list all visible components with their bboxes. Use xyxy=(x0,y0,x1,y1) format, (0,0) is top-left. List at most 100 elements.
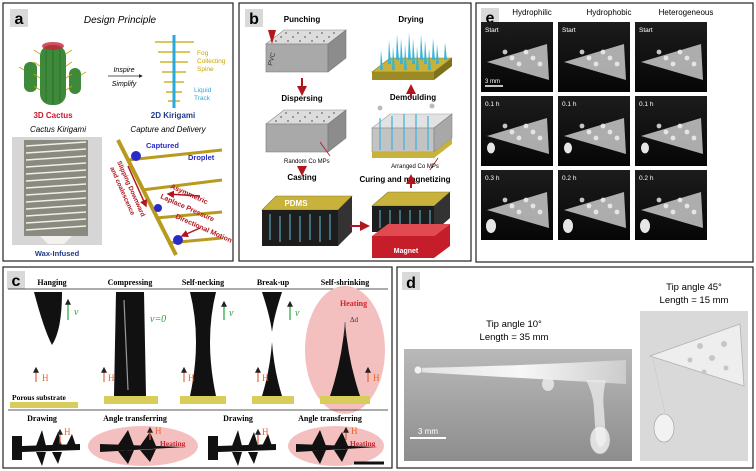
panel-d: d Tip angle 10° Length = 35 mm 3 mm Tip … xyxy=(396,266,754,469)
h-compressing: H xyxy=(108,373,115,383)
wax-infused-label: Wax-Infused xyxy=(35,249,80,258)
angle-shape-2 xyxy=(288,426,384,466)
time-label: 0.1 h xyxy=(639,101,654,108)
cactus-label: 3D Cactus xyxy=(33,111,73,120)
time-label: Start xyxy=(639,27,653,34)
photo-tile: 0.2 h xyxy=(635,170,707,240)
step-self-necking: Self-necking xyxy=(182,278,224,287)
collecting-label: Collecting xyxy=(197,58,226,65)
drying-block xyxy=(371,32,453,80)
panel-c-letter: c xyxy=(12,273,21,290)
inspire-label: Inspire xyxy=(113,67,134,74)
design-principle-title: Design Principle xyxy=(84,15,157,26)
demoulding-block xyxy=(371,103,453,171)
magnet-label: Magnet xyxy=(394,248,419,255)
hanging-drop xyxy=(10,292,78,408)
step-curing: Curing and magnetizing xyxy=(359,175,450,184)
step-break-up: Break-up xyxy=(257,278,290,287)
v-self-necking: v xyxy=(229,308,234,319)
col-heterogeneous: Heterogeneous xyxy=(659,8,714,17)
col-hydrophobic: Hydrophobic xyxy=(587,8,632,17)
time-label: 0.1 h xyxy=(562,101,577,108)
step-dispersing: Dispersing xyxy=(281,94,322,103)
v-break-up: v xyxy=(295,308,300,319)
kirigami-2d-illustration xyxy=(155,35,194,108)
simplify-label: Simplify xyxy=(112,81,137,88)
step-drawing-2: Drawing xyxy=(223,414,253,423)
curing-block xyxy=(371,191,451,258)
h-self-shrinking: H xyxy=(373,373,380,383)
time-label: 0.1 h xyxy=(485,101,500,108)
photo-tile: 0.2 h xyxy=(558,170,630,240)
step-angle-2: Angle transferring xyxy=(298,414,362,423)
kirigami-2d-label: 2D Kirigami xyxy=(151,111,195,120)
h-self-necking: H xyxy=(188,373,195,383)
tip45-label: Tip angle 45° xyxy=(666,282,722,293)
v-hanging: v xyxy=(74,307,79,318)
compressing-column xyxy=(101,292,158,404)
cactus-kirigami-photo xyxy=(12,137,102,245)
porous-substrate-label: Porous substrate xyxy=(12,393,66,402)
h-hanging: H xyxy=(42,373,49,383)
long-tip-photo xyxy=(404,349,632,461)
drawing-shape-1 xyxy=(12,428,80,466)
time-label: 0.2 h xyxy=(639,175,654,182)
pvc-label: PVC xyxy=(267,52,277,67)
process-arrows xyxy=(297,78,416,231)
v-zero-label: v=0 xyxy=(150,314,166,325)
track-label: Track xyxy=(194,95,211,102)
self-shrinking-column xyxy=(305,286,385,414)
h-break-up: H xyxy=(262,373,269,383)
step-casting: Casting xyxy=(287,173,316,182)
step-hanging: Hanging xyxy=(37,278,66,287)
panel-e-scale-label: 3 mm xyxy=(485,79,500,85)
captured-label: Captured xyxy=(146,141,179,150)
capture-delivery-title: Capture and Delivery xyxy=(130,125,206,134)
punching-block xyxy=(265,29,347,73)
liquid-label: Liquid xyxy=(194,87,212,94)
time-label: Start xyxy=(562,27,576,34)
casting-block xyxy=(261,195,353,246)
panel-b-letter: b xyxy=(249,11,259,28)
panel-e-letter: e xyxy=(486,10,495,27)
fog-label: Fog xyxy=(197,50,209,57)
dispersing-block xyxy=(265,109,347,157)
panel-a: a Design Principle 3D Cactus Inspire Sim… xyxy=(2,2,234,262)
droplet-label: Droplet xyxy=(188,153,215,162)
h-angle-2: H xyxy=(351,426,358,436)
step-demoulding: Demoulding xyxy=(390,93,436,102)
random-mps-label: Random Co MPs xyxy=(284,159,330,165)
len15-label: Length = 15 mm xyxy=(660,295,729,306)
step-compressing: Compressing xyxy=(108,278,153,287)
heating-label-top: Heating xyxy=(340,299,367,308)
step-punching: Punching xyxy=(284,15,321,24)
h-angle-1: H xyxy=(155,426,162,436)
step-drawing-1: Drawing xyxy=(27,414,57,423)
arranged-mps-label: Arranged Co MPs xyxy=(391,164,439,170)
col-hydrophilic: Hydrophilic xyxy=(512,8,552,17)
time-label: 0.2 h xyxy=(562,175,577,182)
cactus-kirigami-title: Cactus Kirigami xyxy=(30,125,86,134)
photo-tile: Start xyxy=(635,22,707,92)
heating-label-2: Heating xyxy=(350,439,376,448)
spine-label: Spine xyxy=(197,66,214,73)
panel-a-letter: a xyxy=(15,11,24,28)
panel-d-letter: d xyxy=(406,275,416,292)
h-drawing-2: H xyxy=(262,427,269,437)
h-drawing-1: H xyxy=(64,427,71,437)
photo-tile: 0.3 h xyxy=(481,170,553,240)
cactus-illustration xyxy=(18,42,87,105)
capture-delivery-diagram xyxy=(116,139,223,256)
photo-tile: 0.1 h xyxy=(558,96,630,166)
photo-tile: Start xyxy=(558,22,630,92)
panel-b: b Punching Dispersing Casting Drying Dem… xyxy=(238,2,472,262)
len35-label: Length = 35 mm xyxy=(480,332,549,343)
angle-shape-1 xyxy=(88,426,198,466)
heating-label-1: Heating xyxy=(160,439,186,448)
step-self-shrinking: Self-shrinking xyxy=(321,278,369,287)
panel-d-scale: 3 mm xyxy=(418,427,438,436)
short-tip-photo xyxy=(640,311,748,461)
